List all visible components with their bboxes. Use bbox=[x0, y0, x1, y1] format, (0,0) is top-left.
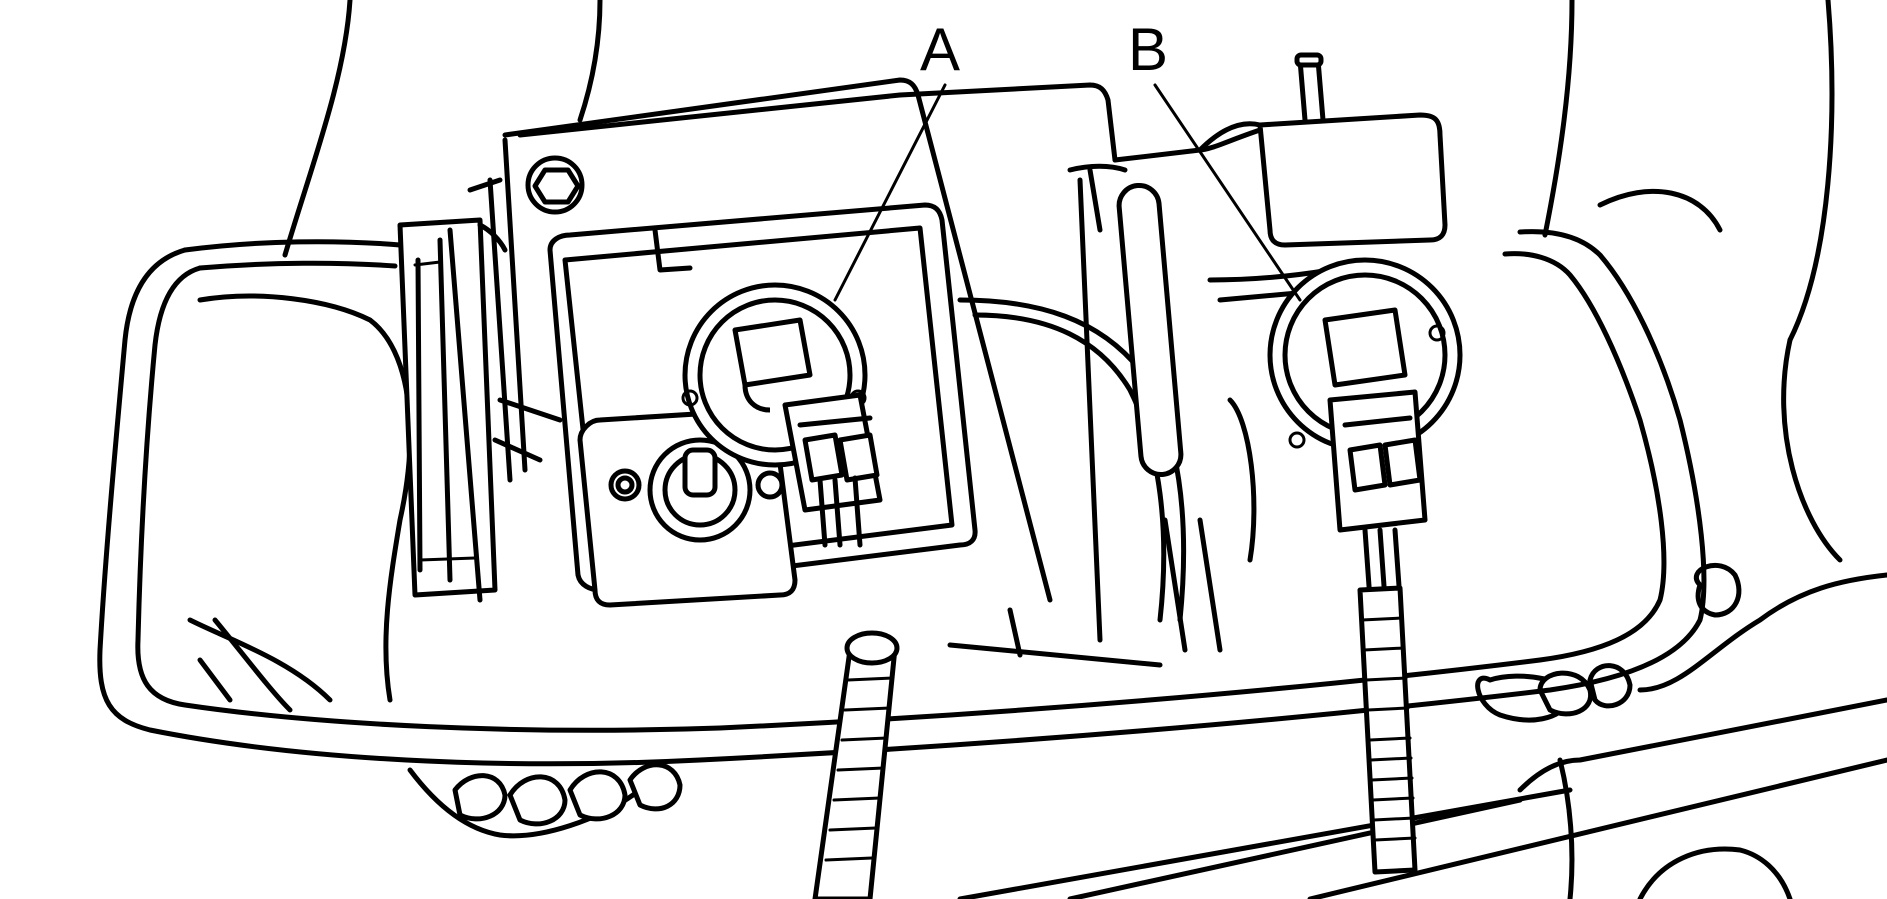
technician-arms bbox=[282, 0, 1843, 563]
high-beam-section bbox=[1197, 52, 1448, 303]
callout-a-leader bbox=[833, 83, 947, 302]
low-beam-bulb-socket bbox=[681, 282, 883, 548]
callout-b-leader bbox=[1153, 83, 1302, 302]
center-divider bbox=[947, 177, 1223, 668]
headlamp-housing bbox=[97, 229, 1707, 767]
right-hand bbox=[1475, 563, 1887, 723]
callout-a: A bbox=[833, 16, 960, 302]
callout-b: B bbox=[1128, 16, 1302, 302]
callout-a-label: A bbox=[920, 16, 960, 83]
high-beam-harness bbox=[1357, 585, 1418, 875]
fender-panel bbox=[957, 697, 1887, 899]
mounting-bracket bbox=[397, 137, 563, 603]
low-beam-harness bbox=[812, 630, 900, 899]
left-hand bbox=[407, 762, 683, 839]
callout-b-label: B bbox=[1128, 16, 1168, 83]
high-beam-bulb-socket bbox=[1267, 257, 1463, 603]
